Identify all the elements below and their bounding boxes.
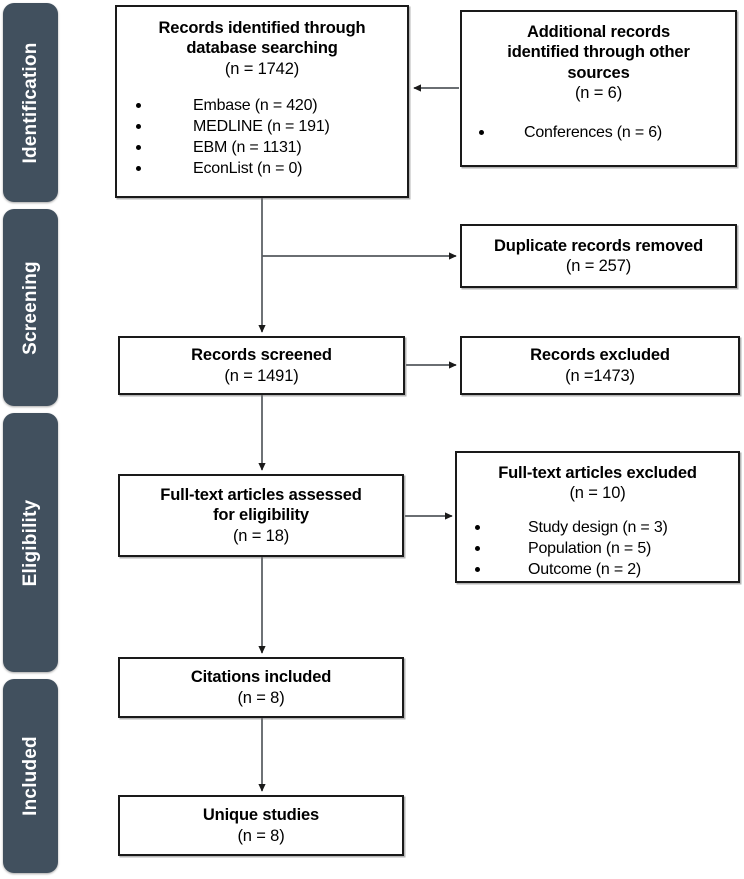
duplicates-title: Duplicate records removed	[494, 236, 703, 255]
fulltext-assessed-count: (n = 18)	[232, 526, 290, 545]
db-search-title-line2: database searching	[186, 39, 338, 58]
list-item: Study design (n = 3)	[475, 517, 738, 538]
exclusion-reason-outcome: Outcome (n = 2)	[528, 560, 642, 578]
db-search-count: (n = 1742)	[224, 59, 300, 78]
db-source-embase: Embase (n = 420)	[193, 96, 318, 114]
duplicates-count: (n = 257)	[565, 257, 632, 275]
fulltext-excluded-reason-list: Study design (n = 3) Population (n = 5) …	[475, 517, 738, 580]
fulltext-assessed-title-line2: for eligibility	[213, 506, 309, 525]
citations-included-title: Citations included	[190, 668, 332, 687]
box-duplicate-records-removed: Duplicate records removed (n = 257)	[460, 224, 737, 288]
phase-tab-identification[interactable]: Identification	[3, 3, 58, 202]
box-fulltext-articles-excluded: Full-text articles excluded (n = 10) Stu…	[455, 451, 740, 583]
bullet-dot-icon	[136, 145, 141, 151]
fulltext-assessed-title-line1: Full-text articles assessed	[160, 486, 362, 505]
exclusion-reason-population: Population (n = 5)	[528, 539, 652, 557]
fulltext-excluded-title: Full-text articles excluded	[498, 464, 697, 482]
box-unique-studies: Unique studies (n = 8)	[118, 795, 404, 856]
box-records-identified-database-searching: Records identified through database sear…	[115, 5, 409, 198]
other-sources-title-line3: sources	[567, 63, 630, 82]
list-item: Outcome (n = 2)	[475, 559, 738, 580]
db-source-econlist: EconList (n = 0)	[193, 160, 303, 178]
db-search-title-line1: Records identified through	[158, 19, 366, 37]
unique-studies-title: Unique studies	[202, 806, 320, 825]
box-citations-included: Citations included (n = 8)	[118, 657, 404, 718]
exclusion-reason-study-design: Study design (n = 3)	[528, 518, 668, 536]
bullet-dot-icon	[475, 545, 480, 551]
list-item: MEDLINE (n = 191)	[136, 116, 407, 137]
phase-label-included: Included	[19, 736, 41, 816]
records-screened-count: (n = 1491)	[224, 366, 299, 385]
list-item: Embase (n = 420)	[136, 95, 407, 116]
citations-included-count: (n = 8)	[237, 688, 285, 707]
phase-label-eligibility: Eligibility	[19, 499, 41, 586]
db-search-source-list: Embase (n = 420) MEDLINE (n = 191) EBM (…	[136, 95, 407, 179]
other-sources-list: Conferences (n = 6)	[479, 122, 735, 143]
records-screened-title: Records screened	[191, 346, 332, 365]
box-fulltext-articles-assessed: Full-text articles assessed for eligibil…	[118, 474, 404, 557]
bullet-dot-icon	[475, 567, 480, 573]
db-source-ebm: EBM (n = 1131)	[193, 139, 302, 157]
other-sources-title-line1: Additional records	[526, 23, 671, 41]
phase-label-identification: Identification	[19, 41, 41, 164]
box-records-excluded: Records excluded (n =1473)	[460, 336, 740, 395]
other-sources-title-line2: identified through other	[507, 43, 690, 62]
bullet-dot-icon	[479, 130, 484, 136]
phase-tab-screening[interactable]: Screening	[3, 209, 58, 406]
unique-studies-count: (n = 8)	[237, 826, 285, 845]
fulltext-excluded-count: (n = 10)	[569, 484, 626, 503]
box-records-screened: Records screened (n = 1491)	[118, 336, 405, 395]
bullet-dot-icon	[136, 103, 141, 109]
list-item: EconList (n = 0)	[136, 158, 407, 179]
list-item: EBM (n = 1131)	[136, 137, 407, 158]
bullet-dot-icon	[136, 124, 141, 130]
list-item: Conferences (n = 6)	[479, 122, 735, 143]
phase-tab-included[interactable]: Included	[3, 679, 58, 873]
records-excluded-count: (n =1473)	[565, 366, 635, 385]
bullet-dot-icon	[136, 166, 141, 172]
db-source-medline: MEDLINE (n = 191)	[193, 117, 330, 135]
other-sources-count: (n = 6)	[574, 83, 623, 102]
phase-label-screening: Screening	[19, 260, 41, 355]
box-additional-records-other-sources: Additional records identified through ot…	[460, 10, 737, 167]
phase-tab-eligibility[interactable]: Eligibility	[3, 413, 58, 672]
records-excluded-title: Records excluded	[530, 346, 670, 365]
other-source-conferences: Conferences (n = 6)	[524, 124, 663, 142]
bullet-dot-icon	[475, 524, 480, 530]
list-item: Population (n = 5)	[475, 538, 738, 559]
